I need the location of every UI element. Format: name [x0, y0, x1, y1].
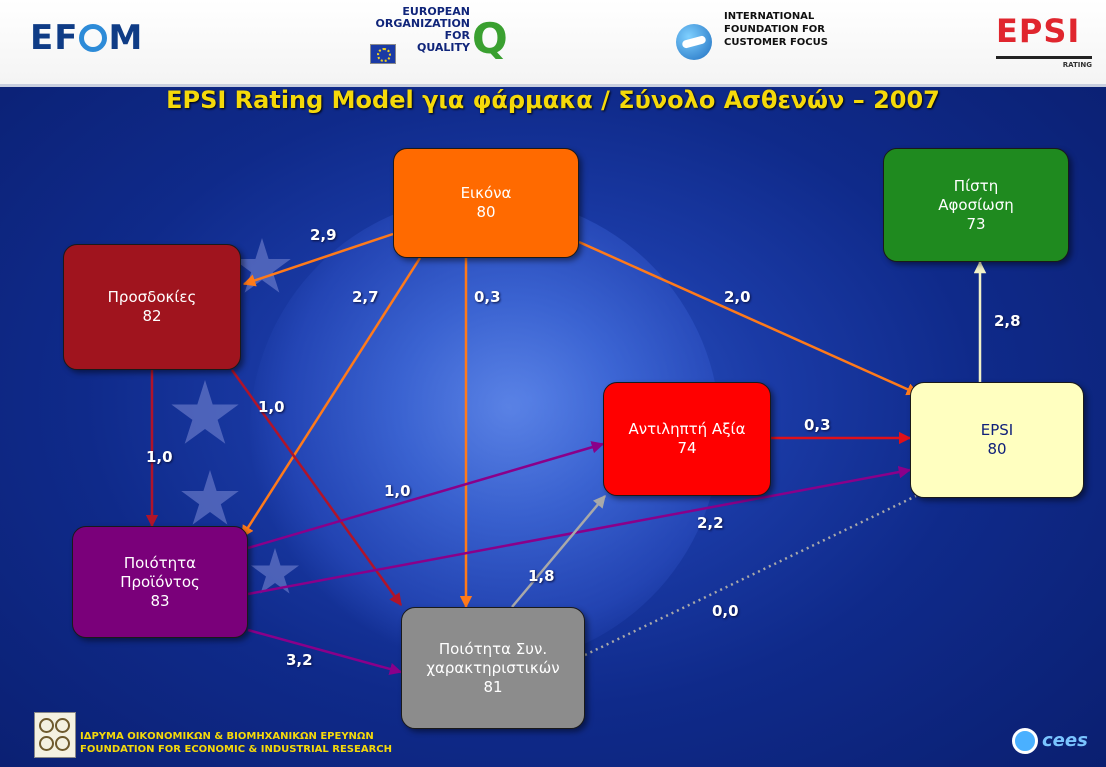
- edge-image-to-epsi: [578, 240, 920, 396]
- edge-label-service-quality-perceived-value: 1,8: [528, 567, 555, 585]
- edge-service-quality-to-epsi: [584, 494, 917, 657]
- eu-flag-icon: [370, 44, 396, 64]
- ifcf-logo: INTERNATIONAL FOUNDATION FOR CUSTOMER FO…: [676, 10, 876, 70]
- edge-label-product-quality-service-quality: 3,2: [286, 651, 313, 669]
- edge-label-product-quality-epsi: 2,2: [697, 514, 724, 532]
- node-epsi: EPSI 80: [910, 382, 1084, 498]
- cees-logo: cees: [1012, 724, 1092, 758]
- eoq-logo-text: EUROPEAN ORGANIZATION FOR QUALITY: [375, 5, 470, 54]
- cees-mark-icon: [1012, 728, 1038, 754]
- efqm-q-ring-icon: [79, 24, 108, 52]
- node-loyalty: Πίστη Αφοσίωση 73: [883, 148, 1069, 262]
- edge-label-product-quality-perceived-value: 1,0: [384, 482, 411, 500]
- ifcf-logo-text: INTERNATIONAL FOUNDATION FOR CUSTOMER FO…: [724, 11, 828, 48]
- eoq-logo: EUROPEAN ORGANIZATION FOR QUALITY Q: [368, 6, 518, 68]
- edge-service-quality-to-perceived-value: [511, 495, 606, 608]
- epsi-rating-logo: EPSI RATING: [996, 12, 1092, 69]
- edge-image-to-expectations: [242, 232, 394, 287]
- iobe-logo: [34, 712, 76, 758]
- edge-label-service-quality-epsi: 0,0: [712, 602, 739, 620]
- edge-label-expectations-service-quality: 1,0: [258, 398, 285, 416]
- edge-label-perceived-value-epsi: 0,3: [804, 416, 831, 434]
- edge-product-quality-to-epsi: [247, 465, 912, 596]
- foundation-name: ΙΔΡΥΜΑ ΟΙΚΟΝΟΜΙΚΩΝ & ΒΙΟΜΗΧΑΝΙΚΩΝ ΕΡΕΥΝΩ…: [80, 731, 392, 755]
- edge-label-epsi-loyalty: 2,8: [994, 312, 1021, 330]
- edge-label-image-product-quality: 2,7: [352, 288, 379, 306]
- edge-label-expectations-product-quality: 1,0: [146, 448, 173, 466]
- globe-icon: [676, 24, 712, 60]
- node-expectations: Προσδοκίες 82: [63, 244, 241, 370]
- edge-product-quality-to-service-quality: [247, 628, 403, 676]
- edge-expectations-to-service-quality: [230, 369, 403, 607]
- node-image: Εικόνα 80: [393, 148, 579, 258]
- edge-product-quality-to-perceived-value: [247, 441, 605, 550]
- node-service-quality: Ποιότητα Συν. χαρακτηριστικών 81: [401, 607, 585, 729]
- edge-image-to-product-quality: [240, 257, 422, 539]
- edge-label-image-service-quality: 0,3: [474, 288, 501, 306]
- eoq-q-letter: Q: [472, 14, 508, 63]
- edge-label-image-epsi: 2,0: [724, 288, 751, 306]
- node-perceived-value: Αντιληπτή Αξία 74: [603, 382, 771, 496]
- node-product-quality: Ποιότητα Προϊόντος 83: [72, 526, 248, 638]
- slide-title: EPSI Rating Model για φάρμακα / Σύνολο Α…: [166, 86, 940, 114]
- edge-label-image-expectations: 2,9: [310, 226, 337, 244]
